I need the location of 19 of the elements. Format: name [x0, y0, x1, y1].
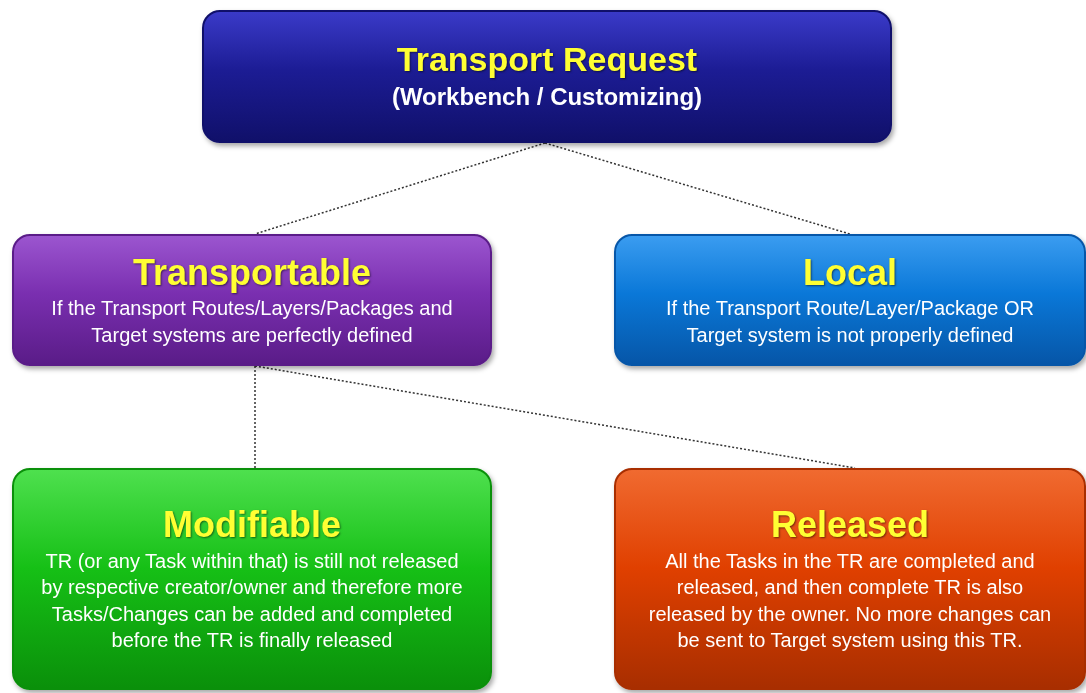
- connector-line: [254, 142, 546, 235]
- box-title: Released: [770, 504, 930, 546]
- box-description: TR (or any Task within that) is still not released by respective creator/owner and therefore more Tasks/Changes can be added and completed before the TR is finally released: [40, 548, 464, 654]
- modifiable-box: [12, 468, 492, 690]
- box-title: Transport Request: [396, 40, 698, 80]
- box-title: Modifiable: [163, 504, 341, 546]
- local-box: [614, 234, 1086, 366]
- box-description: If the Transport Route/Layer/Package OR Target system is not properly defined: [665, 296, 1035, 348]
- box-description: (Workbench / Customizing): [391, 82, 703, 113]
- connector-line: [544, 142, 851, 235]
- connector-line: [254, 365, 256, 469]
- request-box: [202, 10, 892, 143]
- box-description: If the Transport Routes/Layers/Packages and Target systems are perfectly defined: [50, 296, 454, 348]
- box-description: All the Tasks in the TR are completed and released, and then complete TR is also released by the owner. No more changes can be sent to Target system using this TR.: [647, 548, 1053, 654]
- released-box: [614, 468, 1086, 690]
- transportable-box: [12, 234, 492, 366]
- box-title: Transportable: [132, 251, 372, 294]
- box-title: Local: [803, 251, 897, 294]
- connector-line: [254, 365, 856, 469]
